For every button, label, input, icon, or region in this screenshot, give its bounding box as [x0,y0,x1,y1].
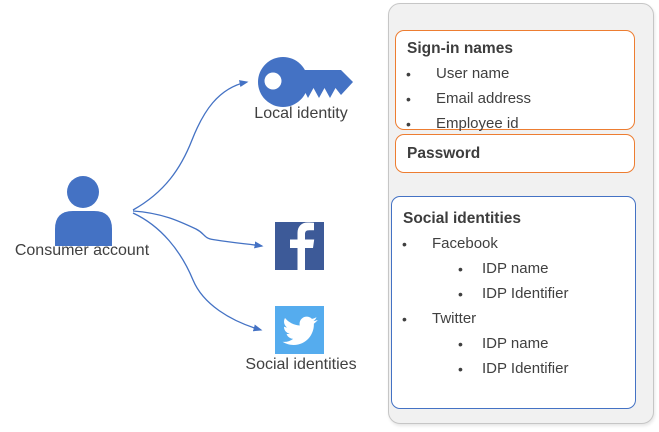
key-hole [264,72,282,90]
list-item: Twitter [392,307,635,332]
list-item: Facebook [392,232,635,257]
facebook-f-glyph [290,222,315,270]
provider-attribute-label: IDP Identifier [482,285,569,302]
provider-attribute-label: IDP name [482,260,549,277]
twitter-icon [275,306,324,354]
key-head [258,57,308,107]
bullet-icon [406,87,436,112]
provider-label: Twitter [432,310,477,327]
arrow-to-facebook [132,210,264,249]
provider-label: Facebook [432,235,498,252]
signin-names-title: Sign-in names [407,40,513,57]
bullet-icon [402,307,432,332]
signin-names-box: Sign-in names User name Email address Em… [395,30,635,132]
person-icon [55,176,112,246]
key-icon [258,57,353,107]
social-identities-title: Social identities [403,210,522,227]
social-identities-box: Social identities Facebook IDP name IDP … [391,196,636,409]
bullet-icon [458,257,482,282]
arrow-to-local-identity [132,80,249,211]
bullet-icon [406,62,436,87]
person-head [67,176,99,208]
twitter-bird-glyph [282,316,317,345]
consumer-account-label: Consumer account [14,242,150,259]
list-item: User name [396,62,634,87]
password-box: Password [395,134,635,173]
list-item: IDP name [392,257,635,282]
provider-attribute-label: IDP name [482,335,549,352]
connector-arrows [132,80,264,332]
social-identities-label: Social identities [245,356,357,373]
local-identity-label: Local identity [254,105,348,122]
list-item: IDP Identifier [392,282,635,307]
provider-attribute-label: IDP Identifier [482,360,569,377]
bullet-icon [458,332,482,357]
bullet-icon [458,282,482,307]
list-item: Email address [396,87,634,112]
person-body [55,211,112,246]
list-item: IDP Identifier [392,357,635,382]
list-item: Employee id [396,112,634,137]
signin-item-label: Email address [436,90,532,107]
account-details-panel: Sign-in names User name Email address Em… [388,3,654,424]
signin-item-label: User name [436,65,510,82]
facebook-icon [275,222,324,270]
bullet-icon [402,232,432,257]
arrow-to-twitter [132,212,263,332]
key-shaft [299,70,353,98]
list-item: IDP name [392,332,635,357]
password-title: Password [407,145,481,162]
signin-item-label: Employee id [436,115,519,132]
bullet-icon [458,357,482,382]
